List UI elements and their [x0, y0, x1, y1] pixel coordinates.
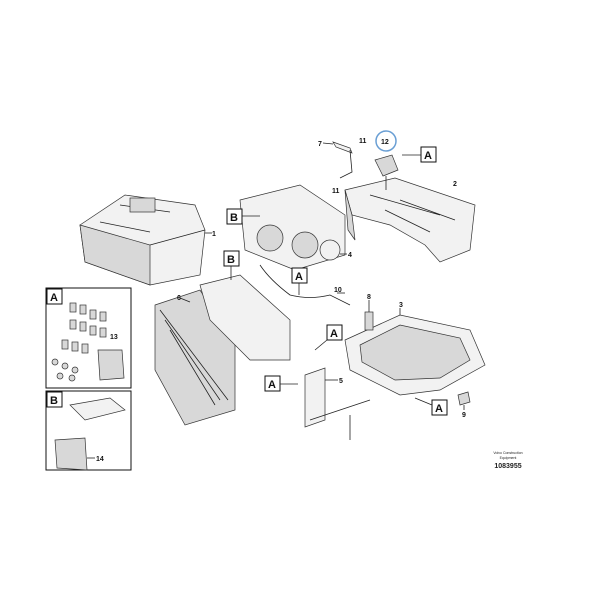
callout-5: 5	[339, 378, 343, 385]
callout-14: 14	[96, 456, 104, 463]
callout-11: 11	[359, 138, 367, 145]
ref-box-a[interactable]: A	[314, 324, 343, 351]
ref-box-a[interactable]: A	[414, 397, 448, 416]
svg-text:A: A	[295, 271, 303, 283]
part-9-clip[interactable]	[457, 391, 471, 410]
ref-box-a[interactable]: A	[264, 375, 298, 392]
callout-8: 8	[367, 294, 371, 301]
kit-bag-14	[54, 437, 88, 471]
callout-6: 6	[177, 295, 181, 302]
part-6-filter[interactable]	[154, 274, 291, 426]
brand-subtext: Equipment	[500, 456, 517, 460]
svg-text:B: B	[227, 254, 235, 266]
part-10-harness[interactable]	[259, 264, 351, 306]
callout-3: 3	[399, 302, 403, 309]
part-4-blower[interactable]	[239, 184, 347, 271]
svg-text:A: A	[268, 379, 276, 391]
inset-a-hardware-kit: A 13	[45, 287, 132, 389]
part-8-sensor[interactable]	[364, 300, 374, 331]
callout-1: 1	[212, 231, 216, 238]
ref-box-b[interactable]: B	[226, 208, 260, 225]
svg-text:A: A	[424, 150, 432, 162]
callout-7: 7	[318, 141, 322, 148]
kit-bag-13	[97, 349, 125, 381]
inset-b-label: B	[50, 395, 58, 407]
callout-11: 11	[332, 188, 340, 195]
inset-a-label: A	[50, 292, 58, 304]
part-3-housing[interactable]	[344, 308, 486, 396]
callout-10: 10	[334, 287, 342, 294]
ref-box-a[interactable]: A	[402, 146, 437, 163]
ref-box-a[interactable]: A	[291, 267, 308, 295]
callout-9: 9	[462, 412, 466, 419]
svg-text:B: B	[230, 212, 238, 224]
callout-4: 4	[348, 252, 352, 259]
callout-13: 13	[110, 334, 118, 341]
svg-text:A: A	[435, 403, 443, 415]
part-2-cover[interactable]	[344, 154, 476, 263]
part-5-bracket[interactable]	[304, 367, 371, 440]
callout-2: 2	[453, 181, 457, 188]
callout-12: 12	[381, 139, 389, 146]
inset-b-kit: B 14	[45, 390, 132, 471]
brand-text: Volvo Construction	[493, 451, 522, 455]
drawing-number: 1083955	[494, 463, 521, 470]
part-1-heater-unit[interactable]	[79, 194, 212, 286]
clips	[51, 302, 107, 382]
highlight-circle	[375, 130, 397, 152]
ref-box-b[interactable]: B	[223, 250, 240, 280]
svg-text:A: A	[330, 328, 338, 340]
part-7-hose[interactable]	[322, 141, 353, 179]
